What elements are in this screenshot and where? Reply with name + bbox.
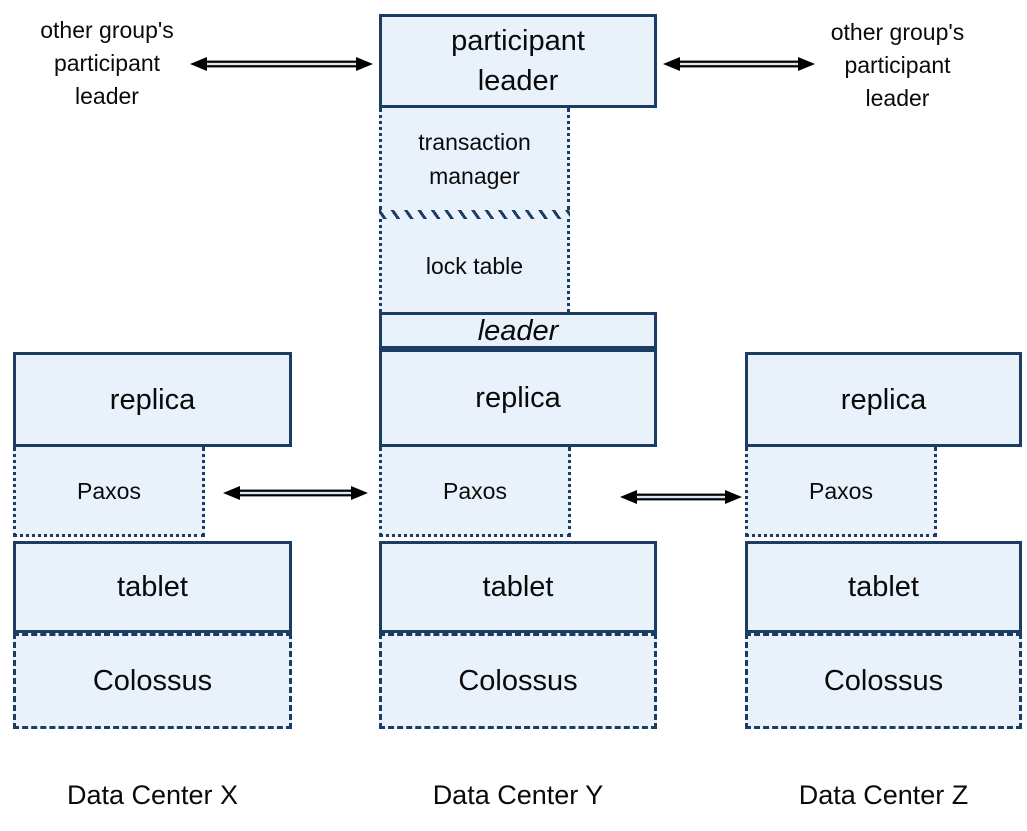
double-arrow-left-participant-icon	[190, 57, 373, 71]
other-group-left-line3: leader	[75, 83, 139, 109]
colossus-box-x: Colossus	[13, 633, 292, 729]
other-group-right-line1: other group's	[830, 19, 965, 45]
replica-label-x: replica	[109, 383, 196, 416]
double-arrow-right-participant-icon	[663, 57, 815, 71]
transaction-manager-label: transaction manager	[418, 129, 531, 189]
other-group-left-line2: participant	[53, 50, 161, 76]
replica-label-y: replica	[475, 382, 561, 414]
paxos-label-y: Paxos	[443, 477, 507, 504]
other-group-right-label: other group's participant leader	[800, 16, 995, 115]
hatch-divider	[379, 210, 570, 219]
tablet-label-y: tablet	[482, 571, 554, 603]
other-group-right-line2: participant	[844, 52, 951, 78]
paxos-box-z: Paxos	[745, 447, 937, 537]
colossus-box-y: Colossus	[379, 633, 657, 729]
tablet-label-x: tablet	[117, 571, 188, 603]
tablet-box-x: tablet	[13, 541, 292, 633]
other-group-right-line3: leader	[865, 85, 930, 111]
tablet-label-z: tablet	[848, 571, 919, 603]
colossus-label-x: Colossus	[92, 665, 213, 697]
leader-label: leader	[477, 314, 559, 347]
colossus-box-z: Colossus	[745, 633, 1022, 729]
paxos-label-x: Paxos	[77, 477, 141, 504]
double-arrow-paxos-xy-icon	[223, 486, 368, 500]
replica-box-z: replica	[745, 352, 1022, 447]
colossus-label-z: Colossus	[823, 665, 944, 697]
datacenter-y-label: Data Center Y	[432, 780, 604, 810]
leader-box: leader	[379, 312, 657, 352]
replica-label-z: replica	[840, 383, 927, 416]
datacenter-z-label: Data Center Z	[798, 780, 969, 810]
tablet-box-y: tablet	[379, 541, 657, 633]
paxos-box-y: Paxos	[379, 447, 571, 537]
other-group-left-label: other group's participant leader	[9, 14, 205, 113]
paxos-label-z: Paxos	[809, 477, 873, 504]
transaction-manager-box: transaction manager	[379, 108, 570, 210]
participant-leader-box: participant leader	[379, 14, 657, 108]
replica-box-y: replica	[379, 352, 657, 447]
double-arrow-paxos-yz-icon	[620, 490, 742, 504]
other-group-left-line1: other group's	[40, 17, 174, 43]
lock-table-label: lock table	[425, 252, 524, 279]
lock-table-box: lock table	[379, 219, 570, 312]
paxos-box-x: Paxos	[13, 447, 205, 537]
tablet-box-z: tablet	[745, 541, 1022, 633]
replica-box-x: replica	[13, 352, 292, 447]
participant-leader-label: participant leader	[451, 25, 585, 97]
datacenter-x-label: Data Center X	[66, 780, 239, 810]
colossus-label-y: Colossus	[458, 665, 578, 697]
